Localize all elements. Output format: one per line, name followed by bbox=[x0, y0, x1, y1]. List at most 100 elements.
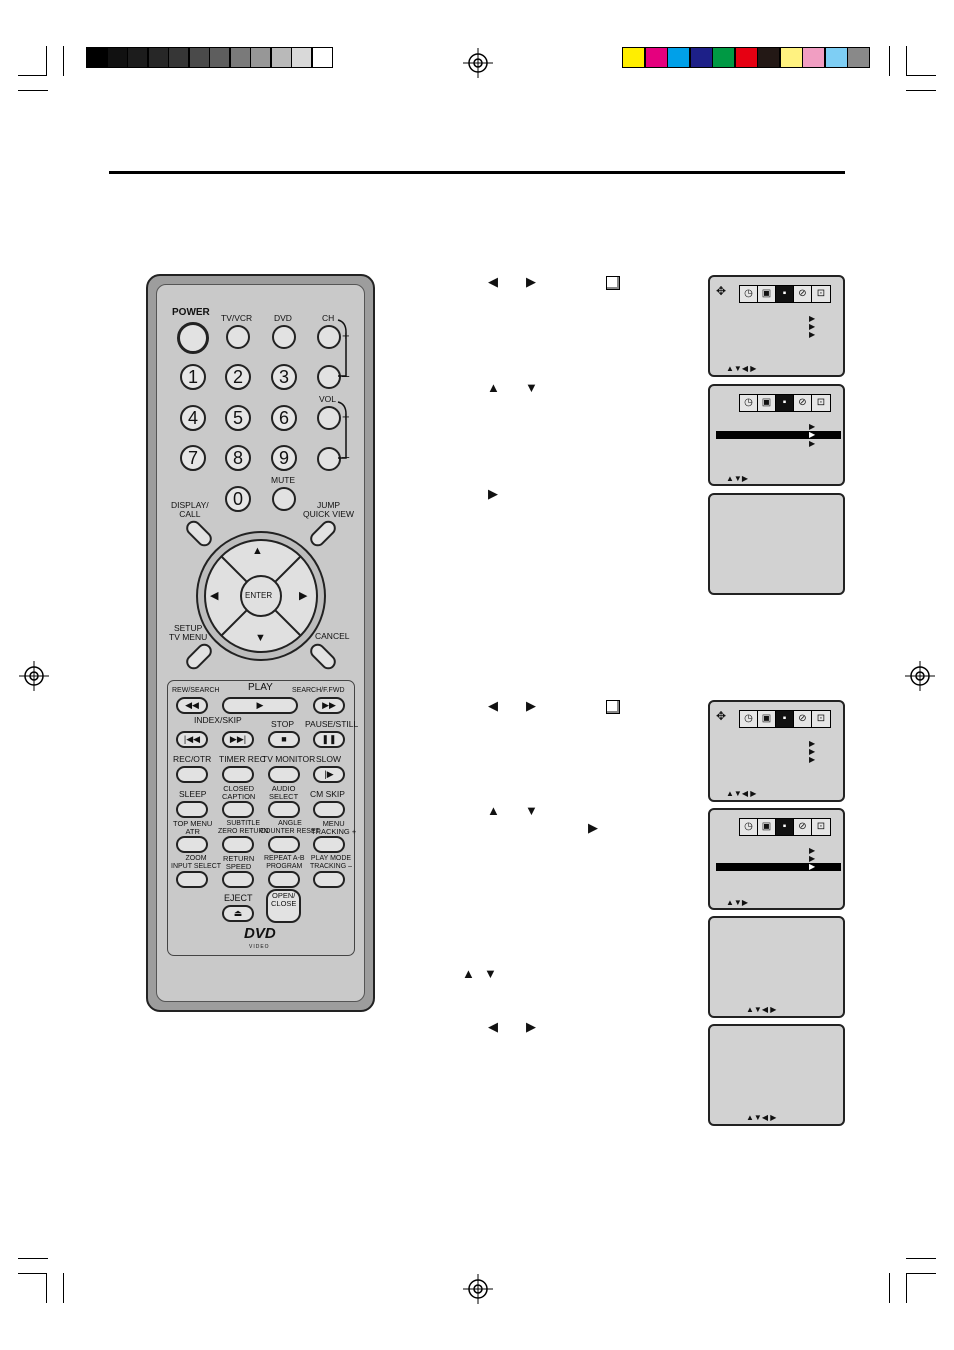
crop-mark bbox=[906, 1273, 907, 1303]
skip-back-button[interactable]: |◀◀ bbox=[176, 731, 208, 748]
submenu-arrow-icon: ▶ bbox=[809, 314, 816, 323]
tv-monitor-label: TV MONITOR bbox=[262, 754, 316, 764]
lock-icon: ▣ bbox=[758, 286, 776, 302]
submenu-arrow-icon: ▶ bbox=[809, 747, 816, 756]
power-button[interactable] bbox=[177, 322, 209, 354]
down-arrow-button[interactable]: ▼ bbox=[255, 632, 266, 644]
rec-otr-button[interactable] bbox=[176, 766, 208, 783]
power-label: POWER bbox=[172, 307, 210, 318]
gray-swatch bbox=[127, 47, 148, 68]
open-close-button[interactable] bbox=[266, 889, 301, 923]
screen-icon bbox=[606, 276, 620, 290]
channel-down-button[interactable] bbox=[317, 365, 341, 389]
top-menu-atr-label: TOP MENU ATR bbox=[173, 819, 213, 836]
top-menu-button[interactable] bbox=[176, 836, 208, 853]
play-button[interactable]: ▶ bbox=[222, 697, 298, 714]
menu-button[interactable] bbox=[313, 836, 345, 853]
submenu-arrow-icon: ▶ bbox=[809, 846, 816, 855]
digit-7-button[interactable]: 7 bbox=[180, 445, 206, 471]
osd-screen: ✥ ◷▣▪⊘⊡ ▶ ▶ ▶ ▲▼◀ ▶ bbox=[708, 275, 845, 377]
right-arrow-icon: ▶ bbox=[526, 1019, 536, 1034]
timer-rec-label: TIMER REC bbox=[219, 754, 266, 764]
tv-vcr-button[interactable] bbox=[226, 325, 250, 349]
gray-swatch bbox=[168, 47, 189, 68]
return-button[interactable] bbox=[222, 871, 254, 888]
slow-label: SLOW bbox=[316, 754, 342, 764]
eject-button[interactable]: ⏏ bbox=[222, 905, 254, 922]
picture-icon: ▪ bbox=[776, 711, 794, 727]
crop-mark bbox=[906, 1273, 936, 1274]
osd-screen bbox=[708, 493, 845, 595]
color-swatch bbox=[622, 47, 645, 68]
closed-caption-button[interactable] bbox=[222, 801, 254, 818]
transport-panel bbox=[167, 680, 355, 956]
osd-screen: ▲▼◀ ▶ bbox=[708, 1024, 845, 1126]
color-swatch bbox=[757, 47, 780, 68]
vol-minus-label: – bbox=[342, 449, 350, 464]
ch-plus-label: + bbox=[342, 328, 350, 343]
gray-swatch bbox=[188, 47, 210, 68]
crop-mark bbox=[906, 75, 936, 76]
angle-button[interactable] bbox=[268, 836, 300, 853]
right-arrow-button[interactable]: ▶ bbox=[299, 590, 308, 602]
up-arrow-icon: ▲ bbox=[462, 966, 475, 981]
sleep-button[interactable] bbox=[176, 801, 208, 818]
left-arrow-button[interactable]: ◀ bbox=[210, 590, 219, 602]
volume-down-button[interactable] bbox=[317, 447, 341, 471]
crop-mark bbox=[46, 1273, 47, 1303]
jump-quick-view-label: JUMP QUICK VIEW bbox=[303, 500, 355, 519]
subtitle-button[interactable] bbox=[222, 836, 254, 853]
stop-button[interactable]: ■ bbox=[268, 731, 300, 748]
crop-mark bbox=[889, 46, 890, 76]
zoom-button[interactable] bbox=[176, 871, 208, 888]
gray-swatch bbox=[86, 47, 107, 68]
submenu-arrow-icon: ▶ bbox=[809, 755, 816, 764]
digit-5-button[interactable]: 5 bbox=[225, 405, 251, 431]
digit-0-button[interactable]: 0 bbox=[225, 486, 251, 512]
nav-hint: ▲▼◀ ▶ bbox=[746, 1005, 777, 1014]
rew-search-label: REW/SEARCH bbox=[172, 687, 220, 694]
tape-icon: ⊡ bbox=[812, 711, 830, 727]
digit-3-button[interactable]: 3 bbox=[271, 364, 297, 390]
submenu-arrow-icon: ▶ bbox=[809, 330, 816, 339]
tv-vcr-label: TV/VCR bbox=[221, 313, 253, 323]
submenu-arrow-icon: ▶ bbox=[809, 739, 816, 748]
digit-6-button[interactable]: 6 bbox=[271, 405, 297, 431]
repeat-program-label: REPEAT A-B PROGRAM bbox=[264, 855, 305, 870]
channel-up-button[interactable] bbox=[317, 325, 341, 349]
enter-button[interactable]: ENTER bbox=[245, 591, 273, 600]
cm-skip-button[interactable] bbox=[313, 801, 345, 818]
cm-skip-label: CM SKIP bbox=[310, 789, 345, 799]
digit-8-button[interactable]: 8 bbox=[225, 445, 251, 471]
lock-icon: ▣ bbox=[758, 819, 776, 835]
osd-screen: ◷▣▪⊘⊡ ▶ ▶ ▶ ▲▼▶ bbox=[708, 808, 845, 910]
digit-1-button[interactable]: 1 bbox=[180, 364, 206, 390]
up-arrow-button[interactable]: ▲ bbox=[252, 545, 263, 557]
digit-2-button[interactable]: 2 bbox=[225, 364, 251, 390]
repeat-button[interactable] bbox=[268, 871, 300, 888]
skip-forward-button[interactable]: ▶▶| bbox=[222, 731, 254, 748]
right-arrow-icon: ▶ bbox=[488, 486, 498, 501]
registration-mark-icon bbox=[463, 48, 493, 78]
timer-rec-button[interactable] bbox=[222, 766, 254, 783]
color-swatch bbox=[689, 47, 713, 68]
vol-bracket-icon bbox=[337, 401, 347, 459]
left-arrow-icon: ◀ bbox=[488, 698, 498, 713]
rewind-button[interactable]: ◀◀ bbox=[176, 697, 208, 714]
osd-screen: ◷▣▪⊘⊡ ▶ ▶ ▶ ▲▼▶ bbox=[708, 384, 845, 486]
slow-button[interactable]: |▶ bbox=[313, 766, 345, 783]
mute-button[interactable] bbox=[272, 487, 296, 511]
tv-monitor-button[interactable] bbox=[268, 766, 300, 783]
submenu-arrow-icon: ▶ bbox=[809, 422, 816, 431]
submenu-arrow-icon: ▶ bbox=[809, 862, 816, 871]
fast-forward-button[interactable]: ▶▶ bbox=[313, 697, 345, 714]
dvd-button[interactable] bbox=[272, 325, 296, 349]
audio-select-button[interactable] bbox=[268, 801, 300, 818]
nav-hint: ▲▼▶ bbox=[726, 474, 748, 483]
play-mode-button[interactable] bbox=[313, 871, 345, 888]
digit-9-button[interactable]: 9 bbox=[271, 445, 297, 471]
setup-icon: ⊘ bbox=[794, 819, 812, 835]
digit-4-button[interactable]: 4 bbox=[180, 405, 206, 431]
volume-up-button[interactable] bbox=[317, 406, 341, 430]
pause-still-button[interactable]: ❚❚ bbox=[313, 731, 345, 748]
